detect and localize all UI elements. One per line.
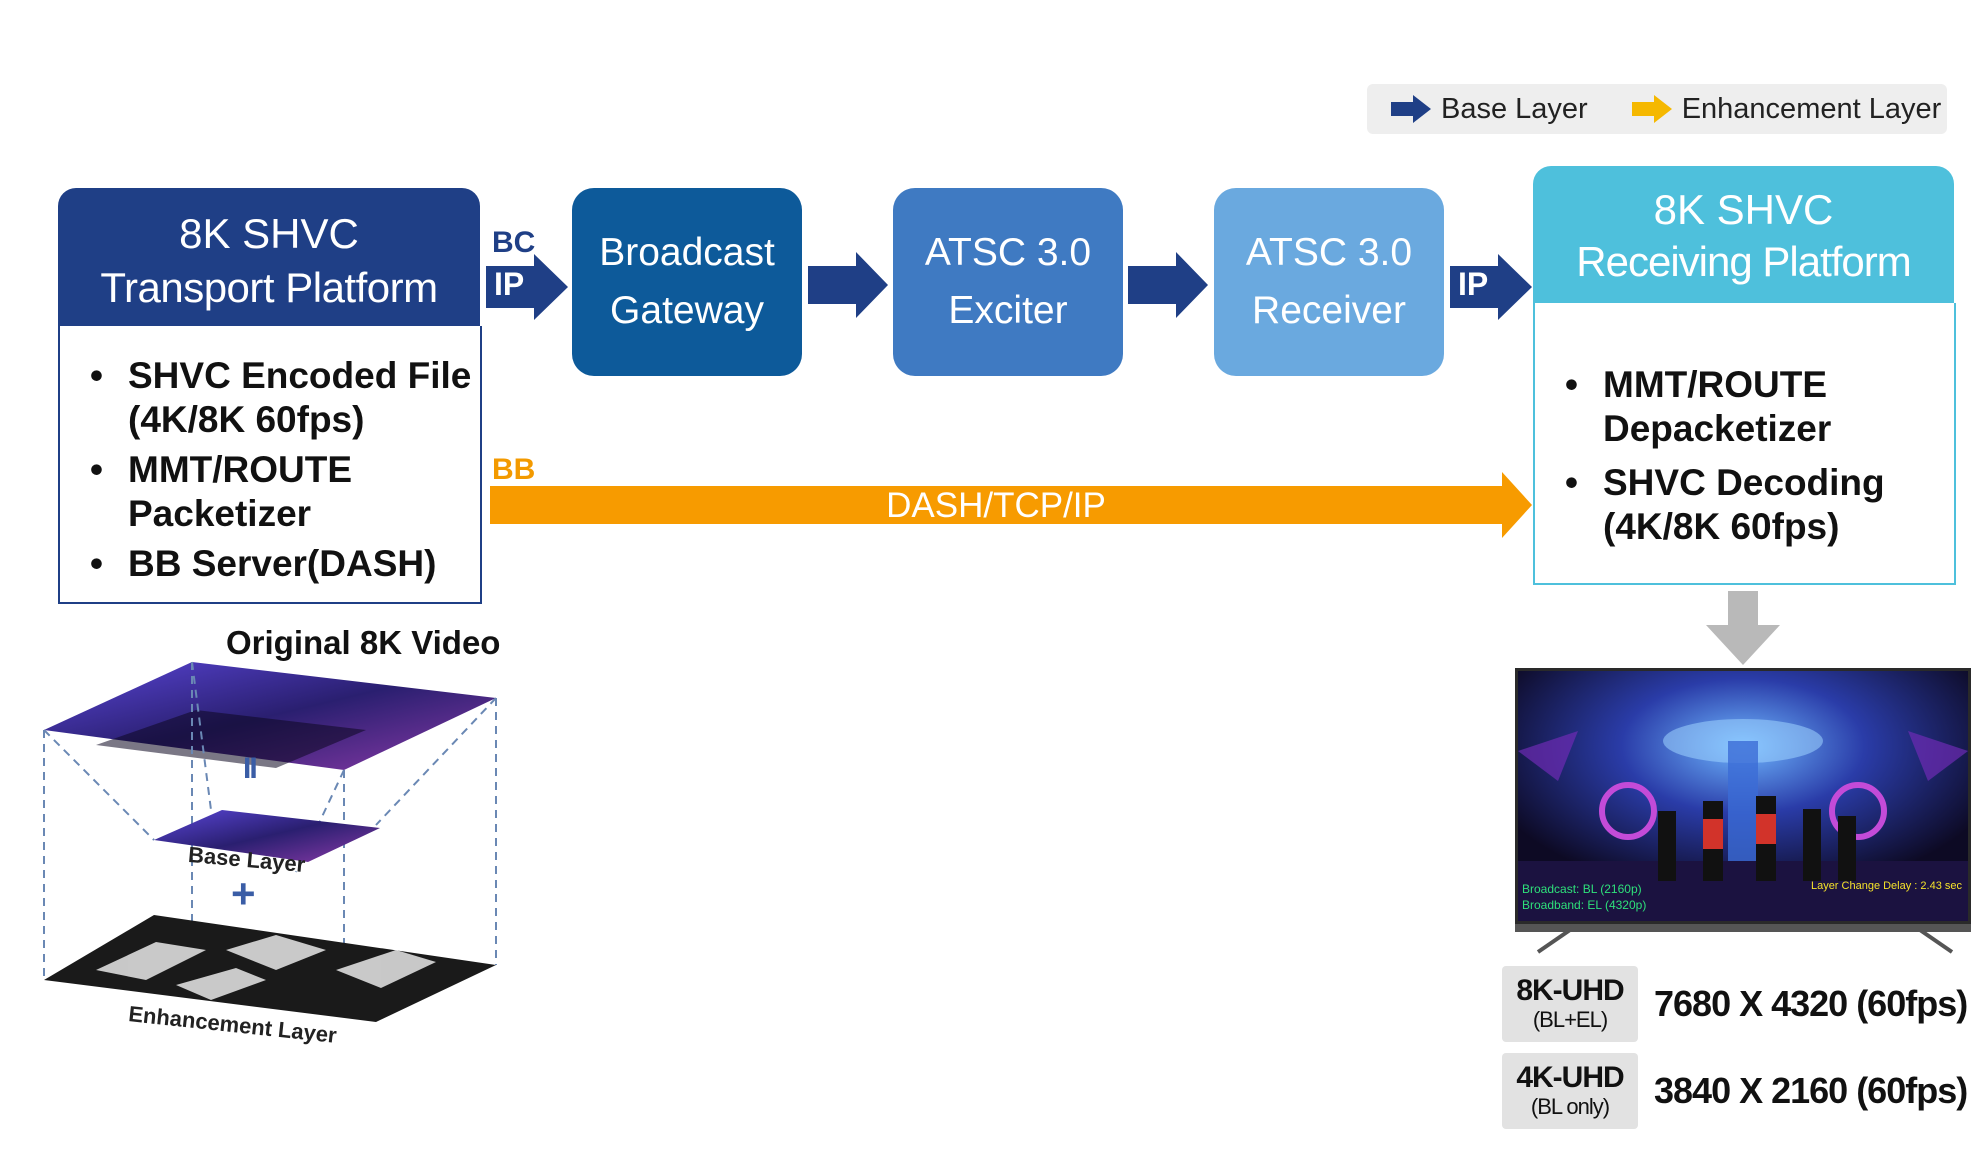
ip-label-1: IP xyxy=(494,266,525,302)
resolution-row-8k: 8K-UHD (BL+EL) 7680 X 4320 (60fps) xyxy=(1502,966,1968,1042)
resolution-value-8k: 7680 X 4320 (60fps) xyxy=(1654,983,1968,1024)
enhancement-layer-arrow-icon xyxy=(1631,95,1672,123)
transport-item: SHVC Encoded File (4K/8K 60fps) xyxy=(60,354,480,442)
bb-label: BB xyxy=(492,453,536,486)
plus-symbol: + xyxy=(231,870,256,917)
bc-ip-arrow xyxy=(486,254,568,320)
base-layer-plane xyxy=(154,810,380,862)
transport-item: MMT/ROUTE Packetizer xyxy=(60,448,480,536)
atsc-exciter-box: ATSC 3.0 Exciter xyxy=(893,188,1123,376)
resolution-badge-4k: 4K-UHD (BL only) xyxy=(1502,1053,1638,1129)
resolution-badge-8k: 8K-UHD (BL+EL) xyxy=(1502,966,1638,1042)
enhancement-layer-plane xyxy=(44,915,496,1022)
legend-base-label: Base Layer xyxy=(1441,92,1588,125)
tv-bezel-bottom xyxy=(1515,924,1971,932)
transport-platform-header: 8K SHVC Transport Platform xyxy=(58,188,480,326)
arrow-gateway-to-exciter xyxy=(808,252,888,318)
ip-label-2: IP xyxy=(1458,266,1489,302)
tv-stand xyxy=(1536,930,1954,954)
receiving-platform-body: MMT/ROUTE Depacketizer SHVC Decoding (4K… xyxy=(1533,303,1956,585)
receiving-title-line1: 8K SHVC xyxy=(1653,186,1834,233)
receiving-item: SHVC Decoding (4K/8K 60fps) xyxy=(1535,461,1954,549)
tv-screen: Broadcast: BL (2160p) Broadband: EL (432… xyxy=(1515,668,1971,924)
down-arrow-icon xyxy=(1706,591,1780,665)
tv-overlay-right: Layer Change Delay : 2.43 sec xyxy=(1811,880,1963,892)
original-video-label: Original 8K Video xyxy=(226,624,501,661)
transport-item: BB Server(DASH) xyxy=(60,542,480,586)
resolution-value-4k: 3840 X 2160 (60fps) xyxy=(1654,1070,1968,1111)
ip-arrow-to-receiving xyxy=(1450,254,1532,320)
transport-title-line1: 8K SHVC xyxy=(179,210,359,257)
receiving-item: MMT/ROUTE Depacketizer xyxy=(1535,363,1954,451)
resolution-row-4k: 4K-UHD (BL only) 3840 X 2160 (60fps) xyxy=(1502,1053,1968,1129)
broadband-path-label: DASH/TCP/IP xyxy=(886,486,1106,525)
tv-overlay-left-2: Broadband: EL (4320p) xyxy=(1522,898,1646,912)
broadcast-gateway-box: Broadcast Gateway xyxy=(572,188,802,376)
tv-overlay-left-1: Broadcast: BL (2160p) xyxy=(1522,882,1642,896)
legend: Base Layer Enhancement Layer xyxy=(1367,84,1947,134)
broadband-arrow xyxy=(490,472,1532,538)
legend-base: Base Layer xyxy=(1391,93,1588,126)
layer-stack-diagram xyxy=(43,661,497,1022)
base-layer-arrow-icon xyxy=(1391,95,1431,123)
arrow-exciter-to-receiver xyxy=(1128,252,1208,318)
transport-title-line2: Transport Platform xyxy=(100,264,438,311)
equals-symbol: II xyxy=(243,752,258,785)
atsc-receiver-box: ATSC 3.0 Receiver xyxy=(1214,188,1444,376)
legend-enhancement: Enhancement Layer xyxy=(1631,92,1942,126)
legend-enhancement-label: Enhancement Layer xyxy=(1681,92,1942,125)
receiving-title-line2: Receiving Platform xyxy=(1576,238,1911,285)
bc-label: BC xyxy=(492,226,536,259)
transport-platform-body: SHVC Encoded File (4K/8K 60fps) MMT/ROUT… xyxy=(58,326,482,604)
receiving-platform-header: 8K SHVC Receiving Platform xyxy=(1533,166,1954,303)
concert-scene-image: Broadcast: BL (2160p) Broadband: EL (432… xyxy=(1518,671,1968,921)
